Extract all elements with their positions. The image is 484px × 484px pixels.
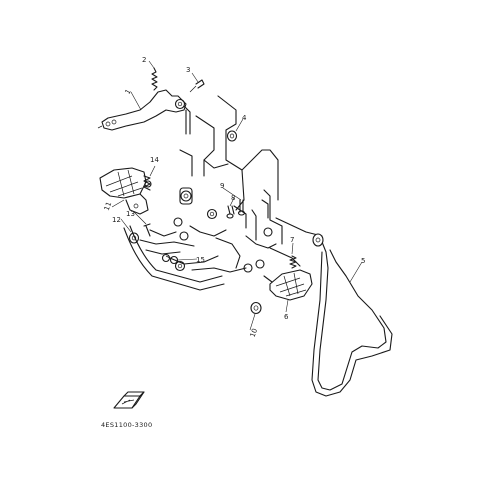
- frame-outline: [123, 95, 323, 291]
- spring-14[interactable]: [143, 175, 151, 191]
- bolt-8[interactable]: [226, 205, 235, 219]
- callout-3: 3: [186, 66, 190, 74]
- callout-1: 1: [124, 88, 133, 96]
- front-arrow-icon: [113, 391, 145, 409]
- callout-8: 8: [231, 194, 235, 202]
- callout-7: 7: [290, 236, 294, 244]
- bolt-9[interactable]: [237, 199, 246, 216]
- bolt-15[interactable]: [165, 255, 179, 265]
- callout-6: 6: [284, 313, 289, 321]
- footrest-right-6[interactable]: [263, 269, 313, 301]
- spring-7[interactable]: [289, 255, 297, 269]
- washer-4[interactable]: [226, 130, 238, 142]
- leader-lines: [111, 60, 363, 331]
- callout-15: 15: [196, 256, 205, 264]
- callout-9: 9: [220, 182, 224, 190]
- callout-4: 4: [242, 114, 247, 122]
- sidestand-5[interactable]: [311, 233, 393, 397]
- callout-11: 11: [103, 201, 114, 212]
- callout-2: 2: [142, 56, 146, 64]
- callout-14: 14: [150, 156, 159, 164]
- callout-5: 5: [361, 257, 365, 265]
- spring-2[interactable]: [151, 67, 158, 91]
- washer-10[interactable]: [250, 301, 262, 315]
- callout-13: 13: [126, 210, 135, 218]
- callout-10: 10: [249, 327, 260, 338]
- callout-labels: 1 2 3 4 5 6 7 8 9 10 11 12 13 14 15: [103, 56, 366, 338]
- pin-13[interactable]: [143, 223, 151, 237]
- callout-12: 12: [112, 216, 121, 224]
- washer-12[interactable]: [128, 232, 140, 244]
- pin-3[interactable]: [189, 79, 205, 93]
- footrest-left-11[interactable]: [99, 167, 152, 215]
- figure-code: 4ES1100-3300: [101, 421, 152, 429]
- brake-pedal[interactable]: [97, 89, 191, 135]
